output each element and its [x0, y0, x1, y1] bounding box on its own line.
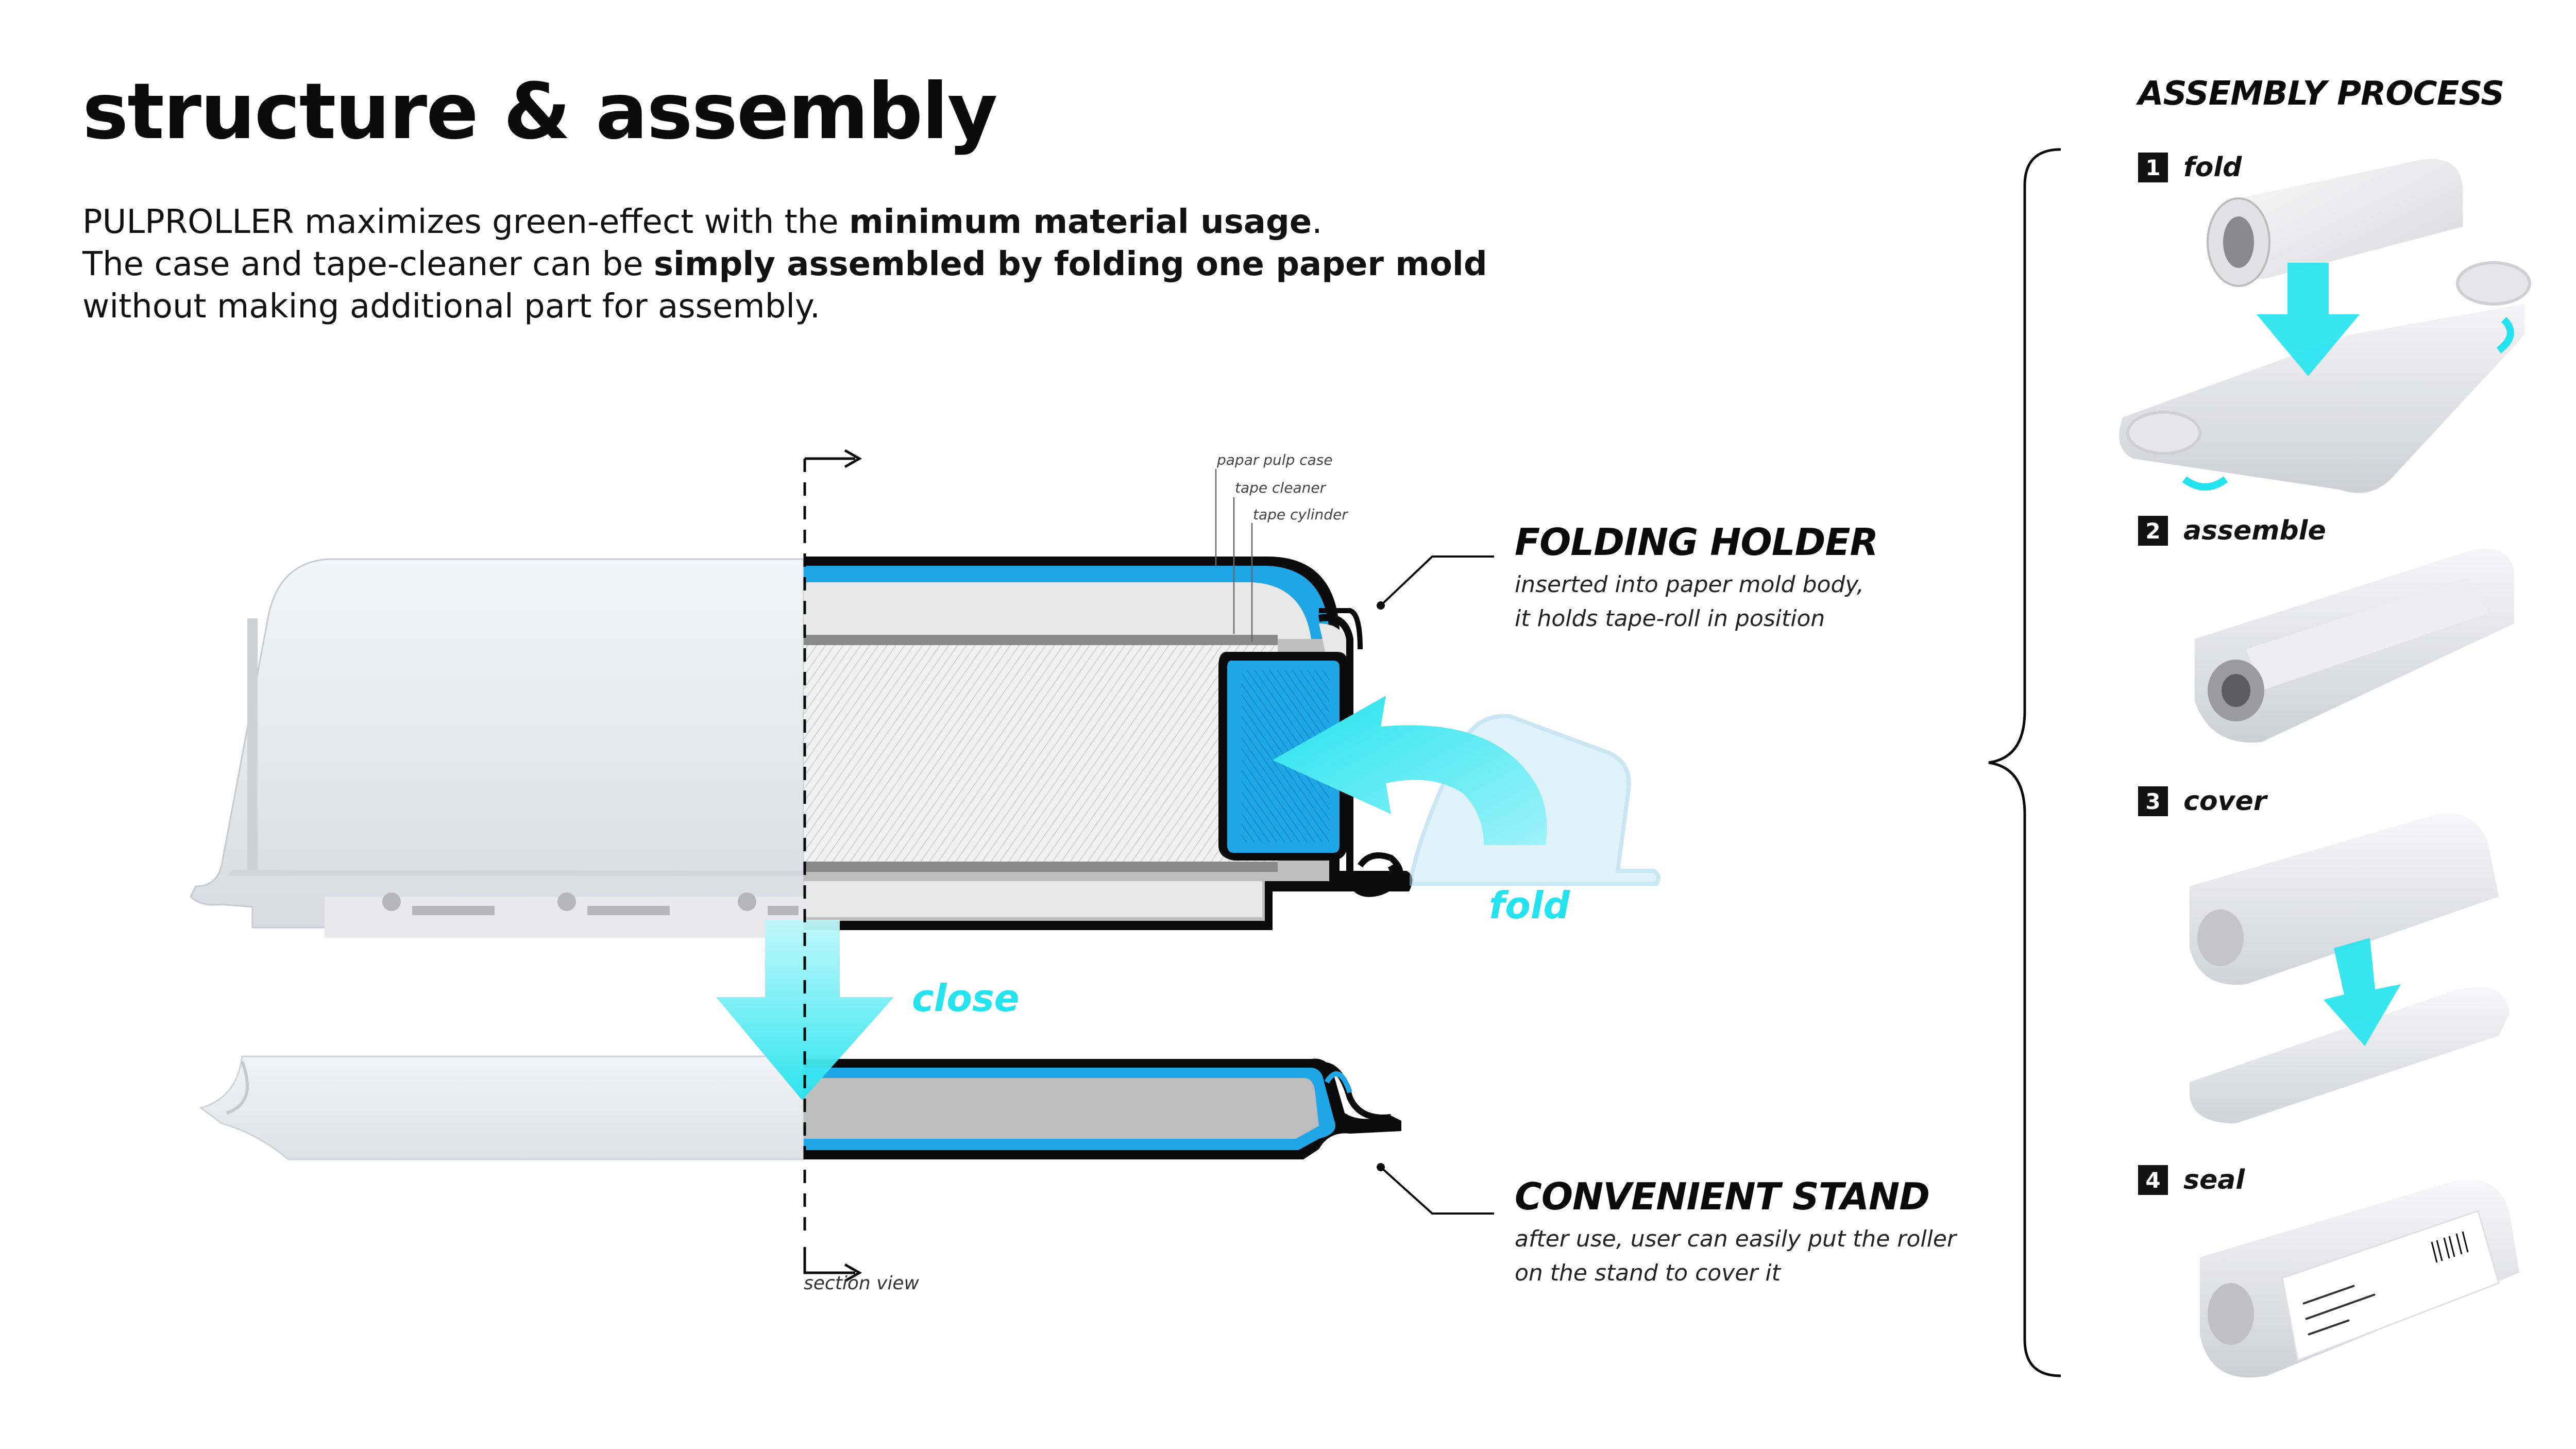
convenient-stand-title: CONVENIENT STAND	[1515, 1175, 1930, 1218]
step-3-illustration	[2190, 814, 2509, 1123]
step-1: 1 fold	[2138, 152, 2242, 183]
step-label: cover	[2183, 786, 2267, 817]
page-title: structure & assembly	[82, 67, 998, 157]
folding-holder-title: FOLDING HOLDER	[1515, 520, 1878, 564]
callout-leaders	[1377, 555, 1494, 1215]
step-number: 1	[2138, 153, 2168, 182]
close-label: close	[912, 976, 1020, 1020]
folding-holder-desc: inserted into paper mold body, it holds …	[1515, 571, 1864, 632]
step-number: 4	[2138, 1165, 2168, 1195]
section-cut-line	[803, 449, 862, 1283]
convenient-stand-desc: after use, user can easily put the rolle…	[1515, 1226, 1956, 1286]
label-tape-cleaner: tape cleaner	[1235, 479, 1326, 496]
upper-section	[804, 557, 1413, 930]
step-4-illustration	[2200, 1180, 2519, 1378]
assembly-brace	[1988, 148, 2061, 1377]
step-1-illustration	[2119, 159, 2531, 493]
intro-text: PULPROLLER maximizes green-effect with t…	[82, 201, 1487, 328]
convenient-stand-callout: CONVENIENT STAND after use, user can eas…	[1515, 1175, 1956, 1290]
step-number: 2	[2138, 516, 2168, 546]
intro-line-3: without making additional part for assem…	[82, 288, 821, 326]
step-2-illustration	[2195, 549, 2514, 743]
step-number: 3	[2138, 786, 2168, 816]
fold-arrow	[1273, 696, 1547, 845]
folding-holder-callout: FOLDING HOLDER inserted into paper mold …	[1515, 520, 1878, 636]
label-tape-cylinder: tape cylinder	[1253, 506, 1348, 523]
step-label: assemble	[2183, 515, 2326, 546]
assembly-process-title: ASSEMBLY PROCESS	[2138, 75, 2504, 113]
step-2: 2 assemble	[2138, 515, 2326, 546]
label-pulp-case: papar pulp case	[1217, 451, 1333, 468]
step-3: 3 cover	[2138, 786, 2266, 817]
section-view-label: section view	[804, 1273, 919, 1294]
case-exterior	[190, 558, 805, 938]
tray-exterior	[199, 1055, 805, 1160]
layer-leaders	[1215, 469, 1253, 642]
intro-line-2: The case and tape-cleaner can be simply …	[82, 245, 1487, 283]
step-label: fold	[2183, 152, 2242, 183]
lower-section	[804, 1058, 1401, 1159]
intro-line-1: PULPROLLER maximizes green-effect with t…	[82, 203, 1323, 241]
fold-label: fold	[1489, 884, 1570, 927]
step-label: seal	[2183, 1165, 2245, 1195]
step-4: 4 seal	[2138, 1165, 2245, 1195]
